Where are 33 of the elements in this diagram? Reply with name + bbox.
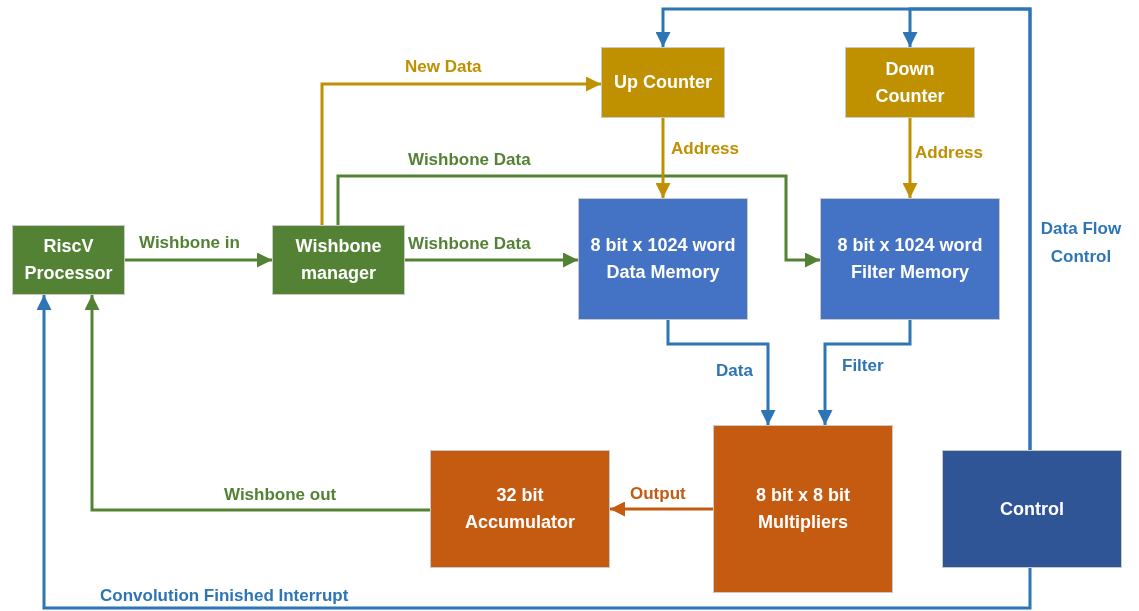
edge-label: Output bbox=[628, 484, 688, 504]
arrow bbox=[902, 7, 1032, 450]
block-label: 8 bit x 1024 word Data Memory bbox=[589, 234, 737, 284]
block-box bbox=[845, 47, 975, 118]
block-box bbox=[12, 225, 125, 295]
block-box bbox=[601, 47, 725, 118]
block-box bbox=[272, 225, 405, 295]
block-label: 8 bit x 1024 word Filter Memory bbox=[836, 234, 984, 284]
arrow bbox=[902, 118, 918, 198]
edge-label: Data Flow Control bbox=[1039, 218, 1123, 268]
block-box bbox=[942, 450, 1122, 568]
arrow bbox=[320, 76, 601, 225]
block-label: 32 bit Accumulator bbox=[464, 484, 576, 534]
arrow bbox=[36, 295, 1032, 610]
arrow bbox=[666, 320, 776, 425]
block-box bbox=[430, 450, 610, 568]
block-box bbox=[820, 198, 1000, 320]
arrow bbox=[125, 252, 272, 268]
block-label: Wishbone manager bbox=[294, 235, 383, 285]
block-box bbox=[578, 198, 748, 320]
edge-label: Convolution Finished Interrupt bbox=[98, 586, 351, 606]
block-label: Control bbox=[1000, 497, 1064, 521]
arrow bbox=[655, 118, 671, 198]
arrow bbox=[405, 252, 578, 268]
block-label: RiscV Processor bbox=[23, 235, 114, 285]
block-label: Up Counter bbox=[614, 71, 712, 94]
block-box bbox=[713, 425, 893, 593]
arrow bbox=[610, 501, 713, 517]
arrow bbox=[817, 320, 912, 425]
block-label: 8 bit x 8 bit Multipliers bbox=[755, 484, 851, 534]
arrow bbox=[84, 295, 430, 512]
arrow bbox=[336, 174, 820, 268]
block-label: Down Counter bbox=[874, 57, 946, 108]
